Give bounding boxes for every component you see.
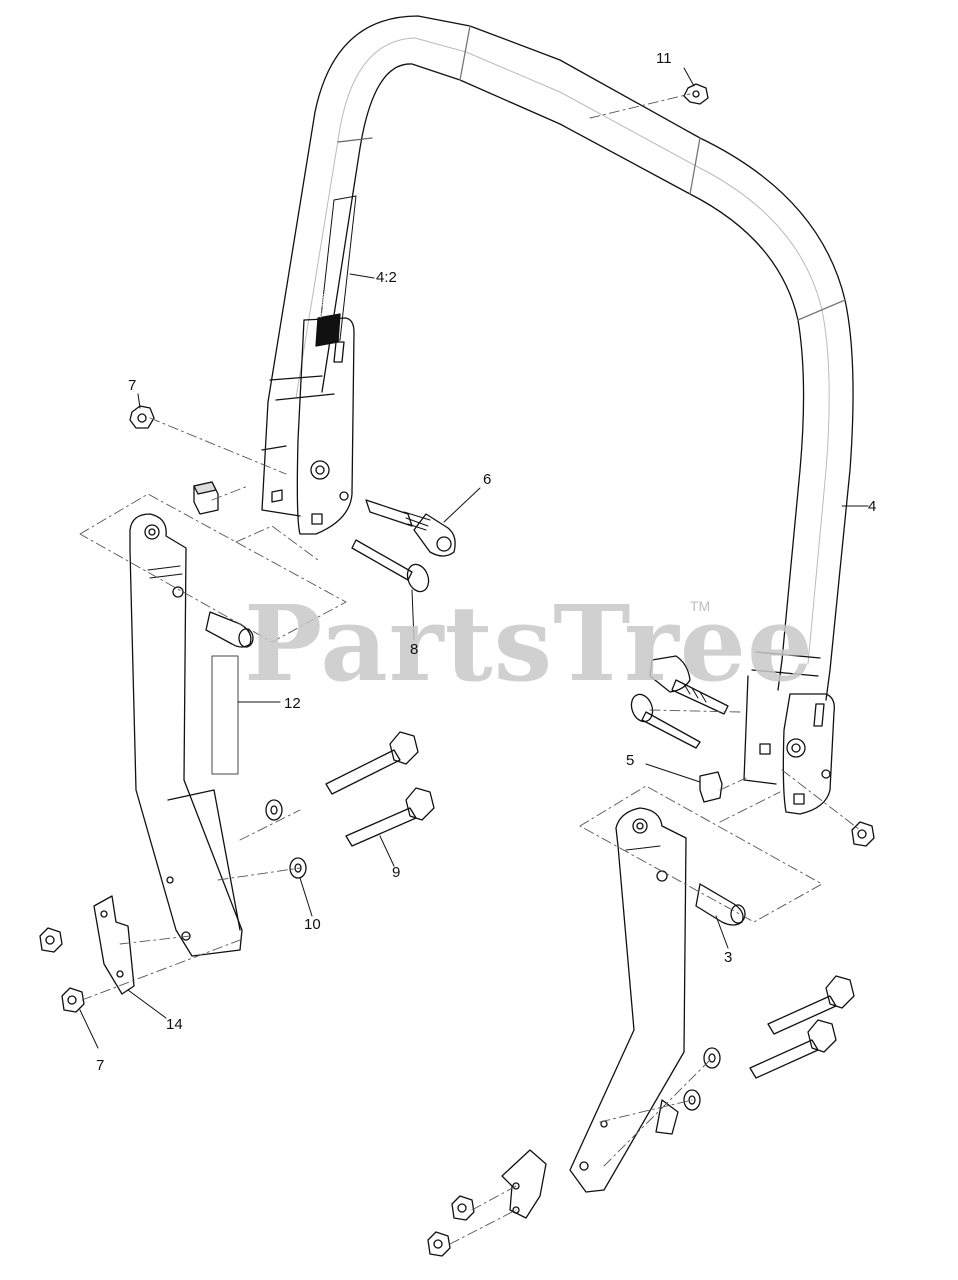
- nuts: [39, 83, 875, 1257]
- callout-3[interactable]: 3: [724, 949, 733, 966]
- callout-7-top[interactable]: 7: [128, 377, 137, 394]
- callout-10[interactable]: 10: [304, 916, 321, 933]
- nut-right-2: [427, 1231, 451, 1257]
- callout-9[interactable]: 9: [392, 864, 401, 881]
- callout-12[interactable]: 12: [284, 695, 301, 712]
- callout-4[interactable]: 4: [868, 498, 877, 515]
- callout-5[interactable]: 5: [626, 752, 635, 769]
- left-plate-14: [93, 895, 135, 995]
- right-bolts: [683, 975, 855, 1111]
- callout-14[interactable]: 14: [166, 1016, 183, 1033]
- nut-11: [683, 83, 709, 105]
- upper-rollbar: [261, 15, 854, 815]
- callout-11[interactable]: 11: [656, 50, 672, 67]
- nut-left-1: [39, 927, 63, 953]
- nut-right-1: [451, 1195, 475, 1221]
- watermark-text: PartsTree: [244, 582, 815, 705]
- callout-7-bottom[interactable]: 7: [96, 1057, 105, 1074]
- left-bolts: [265, 731, 435, 879]
- phantom-lines: [79, 93, 861, 1245]
- nut-7-top: [129, 405, 155, 429]
- watermark-trademark: TM: [690, 598, 711, 614]
- left-lower-leg: [129, 513, 254, 957]
- callout-8[interactable]: 8: [410, 641, 419, 658]
- leader-lines: [79, 67, 869, 1049]
- nut-right-mid: [851, 821, 875, 847]
- callout-4-2[interactable]: 4:2: [376, 269, 397, 286]
- left-pins: [351, 499, 456, 593]
- callout-6[interactable]: 6: [483, 471, 492, 488]
- right-lower-leg: [569, 807, 746, 1193]
- right-pins: [630, 655, 729, 749]
- knobs: [193, 481, 723, 803]
- right-plate: [501, 1149, 547, 1219]
- nut-left-2: [61, 987, 85, 1013]
